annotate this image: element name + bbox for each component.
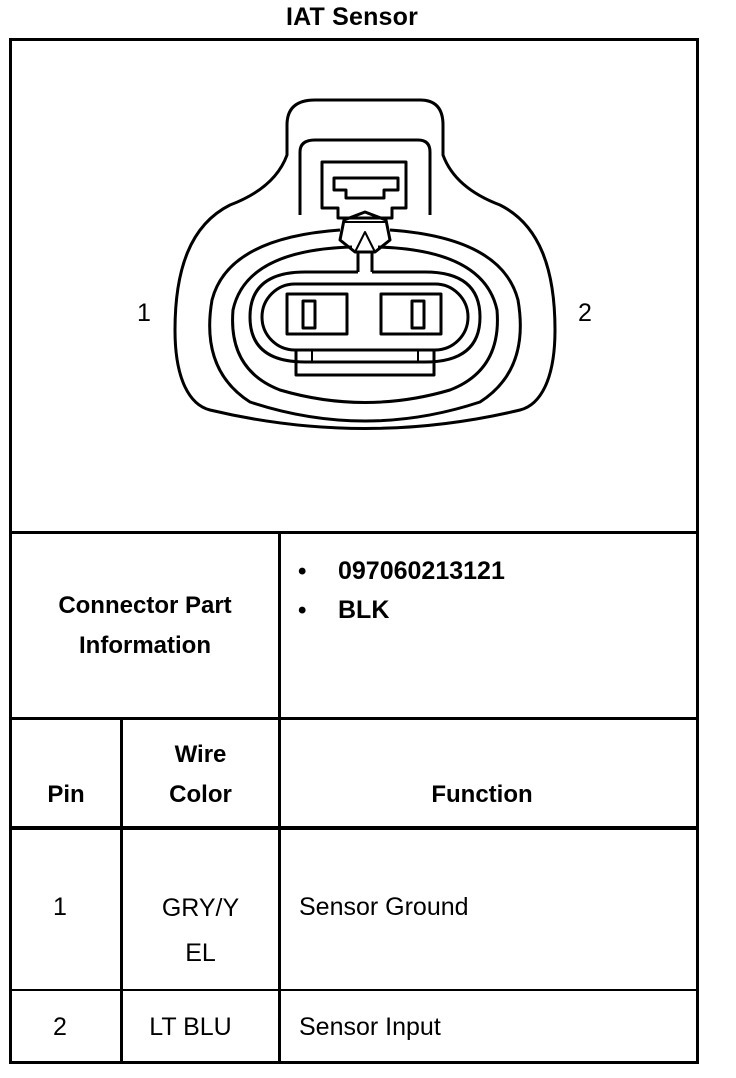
divider-pin-column bbox=[120, 717, 123, 1064]
row-1-wire-color-line2: EL bbox=[185, 939, 216, 967]
row-1-wire-color-line1: GRY/Y bbox=[161, 894, 240, 922]
terminal-cavity-1-contact bbox=[301, 299, 317, 330]
terminal-cavity-2-contact bbox=[410, 299, 426, 330]
connector-part-label-line1: Connector Part bbox=[58, 591, 232, 619]
divider-part-info-column bbox=[278, 531, 281, 1064]
row-1-pin: 1 bbox=[53, 892, 67, 921]
pin-label-1: 1 bbox=[137, 298, 151, 327]
latch-gem bbox=[338, 210, 392, 254]
part-color-item: • BLK bbox=[298, 591, 505, 630]
connector-key bbox=[294, 350, 436, 377]
row-1-function: Sensor Ground bbox=[299, 892, 469, 921]
terminal-cavity-2 bbox=[379, 292, 443, 336]
divider-row-1-bottom bbox=[9, 989, 699, 991]
bullet-marker: • bbox=[298, 557, 307, 585]
divider-header-bottom bbox=[9, 826, 699, 830]
row-1-wire-color: GRY/Y EL bbox=[123, 886, 278, 976]
pin-label-2: 2 bbox=[578, 298, 592, 327]
connector-tab-inner bbox=[298, 138, 432, 215]
connector-part-label: Connector Part Information bbox=[12, 534, 278, 717]
connector-seal-contour bbox=[231, 245, 499, 404]
row-2-function: Sensor Input bbox=[299, 1012, 441, 1041]
page-title: IAT Sensor bbox=[285, 3, 419, 31]
connector-outer-shell bbox=[173, 98, 557, 430]
connector-part-values: • 097060213121 • BLK bbox=[298, 552, 505, 630]
bullet-marker: • bbox=[298, 596, 307, 624]
header-wire-color-line2: Color bbox=[169, 781, 232, 808]
header-pin: Pin bbox=[47, 781, 85, 808]
header-wire-color: Wire Color bbox=[123, 735, 278, 815]
connector-table-frame bbox=[9, 38, 699, 1064]
connector-drawing bbox=[173, 98, 557, 430]
latch-frame bbox=[320, 160, 408, 220]
part-color-value: BLK bbox=[338, 596, 390, 624]
terminal-cavity-1 bbox=[285, 292, 349, 336]
part-number-value: 097060213121 bbox=[338, 557, 505, 585]
latch-stem bbox=[356, 252, 374, 272]
connector-part-label-line2: Information bbox=[79, 631, 211, 659]
connector-body-contour bbox=[208, 228, 522, 423]
latch-hook bbox=[332, 176, 400, 200]
header-wire-color-line1: Wire bbox=[174, 741, 227, 768]
connector-face-diagram: 1 2 bbox=[12, 41, 696, 532]
divider-part-info-bottom bbox=[9, 717, 699, 720]
row-2-wire-color: LT BLU bbox=[149, 1012, 232, 1041]
row-2-pin: 2 bbox=[53, 1012, 67, 1041]
divider-diagram-bottom bbox=[9, 531, 699, 534]
header-function: Function bbox=[431, 781, 533, 808]
mating-face-inner bbox=[260, 282, 470, 352]
part-number-item: • 097060213121 bbox=[298, 552, 505, 591]
